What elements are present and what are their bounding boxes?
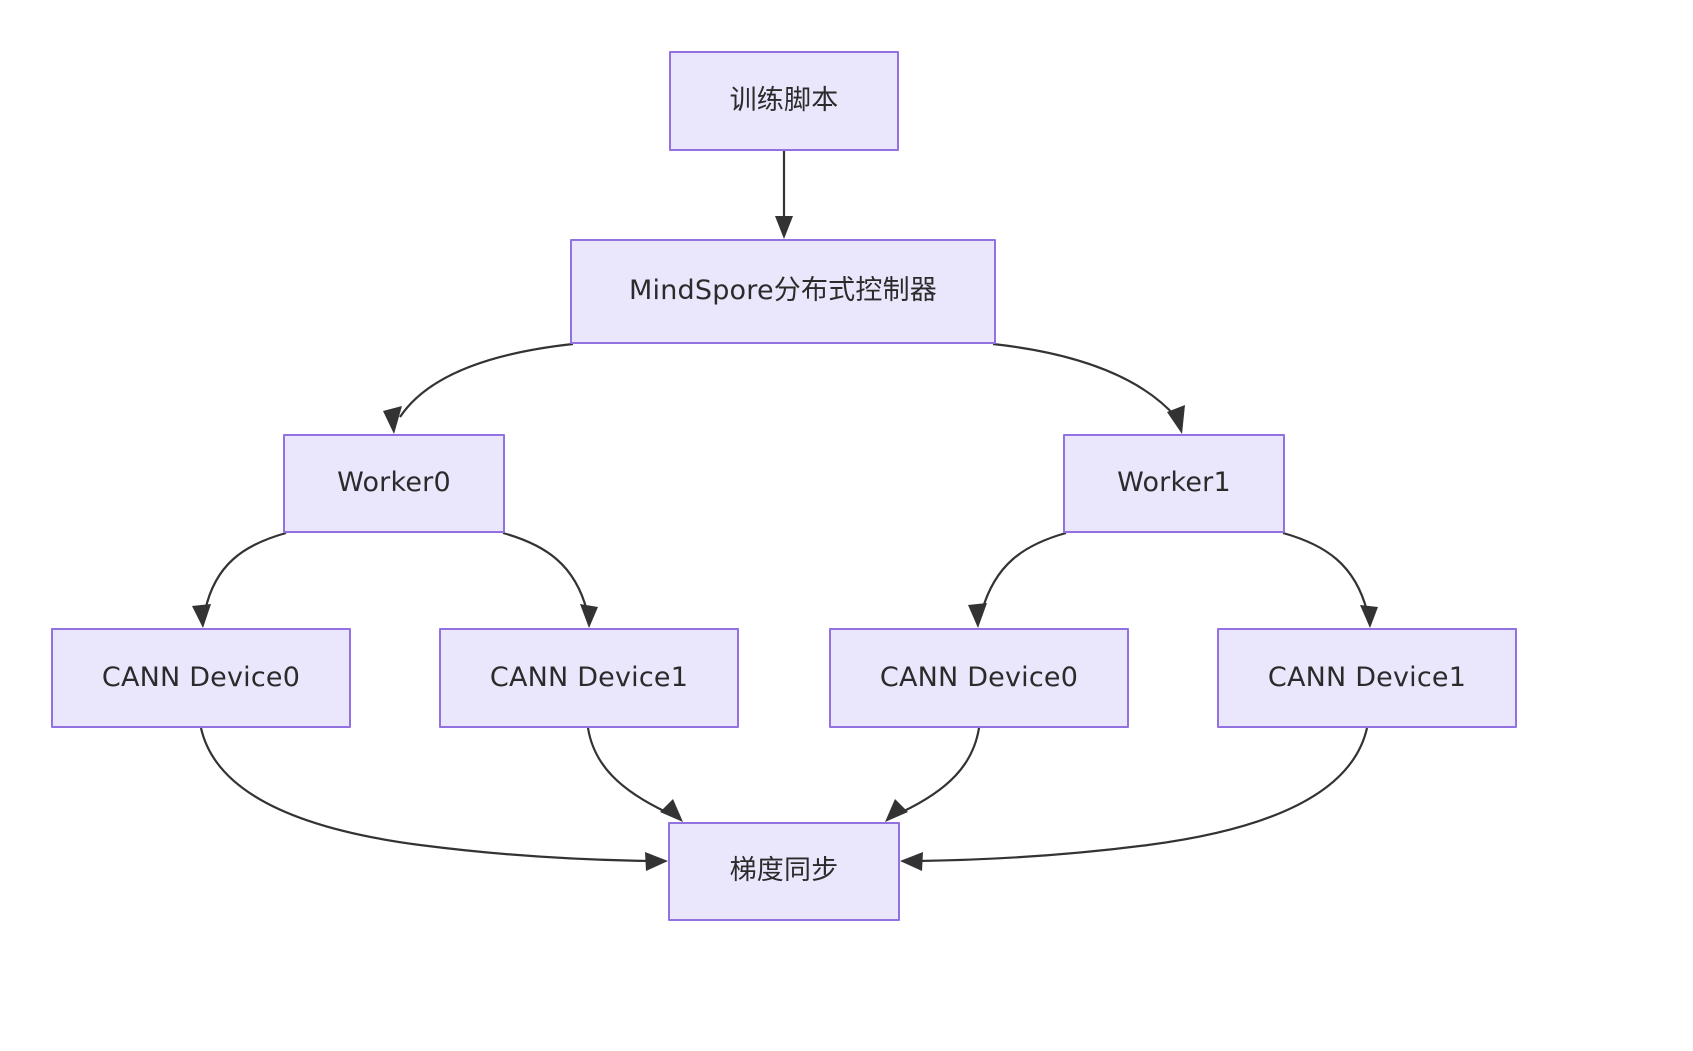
node-train-script-label: 训练脚本: [729, 84, 839, 116]
node-worker0-label: Worker0: [337, 467, 451, 498]
edge-worker0-to-cann-0-1: [502, 531, 598, 628]
edge-train-script-to-controller: [775, 151, 793, 239]
edge-controller-to-worker1: [992, 342, 1185, 434]
edge-controller-to-worker0: [383, 342, 574, 434]
node-cann-device1-worker1-label: CANN Device1: [1267, 661, 1467, 693]
edge-cann-1-0-to-grad-sync: [885, 727, 981, 822]
node-worker1[interactable]: Worker1: [1063, 434, 1285, 533]
edge-cann-1-1-to-grad-sync: [900, 727, 1369, 871]
node-cann-device1-worker0-label: CANN Device1: [489, 661, 689, 693]
node-mindspore-controller-label: MindSpore分布式控制器: [629, 275, 937, 306]
edge-cann-0-1-to-grad-sync: [586, 727, 683, 822]
node-worker0[interactable]: Worker0: [283, 434, 505, 533]
edge-cann-0-0-to-grad-sync: [199, 727, 668, 871]
node-cann-device1-worker0[interactable]: CANN Device1: [439, 628, 739, 728]
node-cann-device1-worker1[interactable]: CANN Device1: [1217, 628, 1517, 728]
node-gradient-sync-label: 梯度同步: [729, 855, 839, 886]
node-cann-device0-worker1[interactable]: CANN Device0: [829, 628, 1129, 728]
node-gradient-sync[interactable]: 梯度同步: [668, 822, 900, 921]
node-cann-device0-worker0[interactable]: CANN Device0: [51, 628, 351, 728]
edge-worker0-to-cann-0-0: [192, 531, 287, 628]
edge-worker1-to-cann-1-1: [1282, 531, 1378, 628]
node-cann-device0-worker1-label: CANN Device0: [879, 661, 1079, 693]
node-mindspore-controller[interactable]: MindSpore分布式控制器: [570, 239, 996, 344]
node-train-script[interactable]: 训练脚本: [669, 51, 899, 151]
edge-worker1-to-cann-1-0: [968, 531, 1067, 628]
node-cann-device0-worker0-label: CANN Device0: [101, 661, 301, 693]
node-worker1-label: Worker1: [1117, 467, 1231, 498]
